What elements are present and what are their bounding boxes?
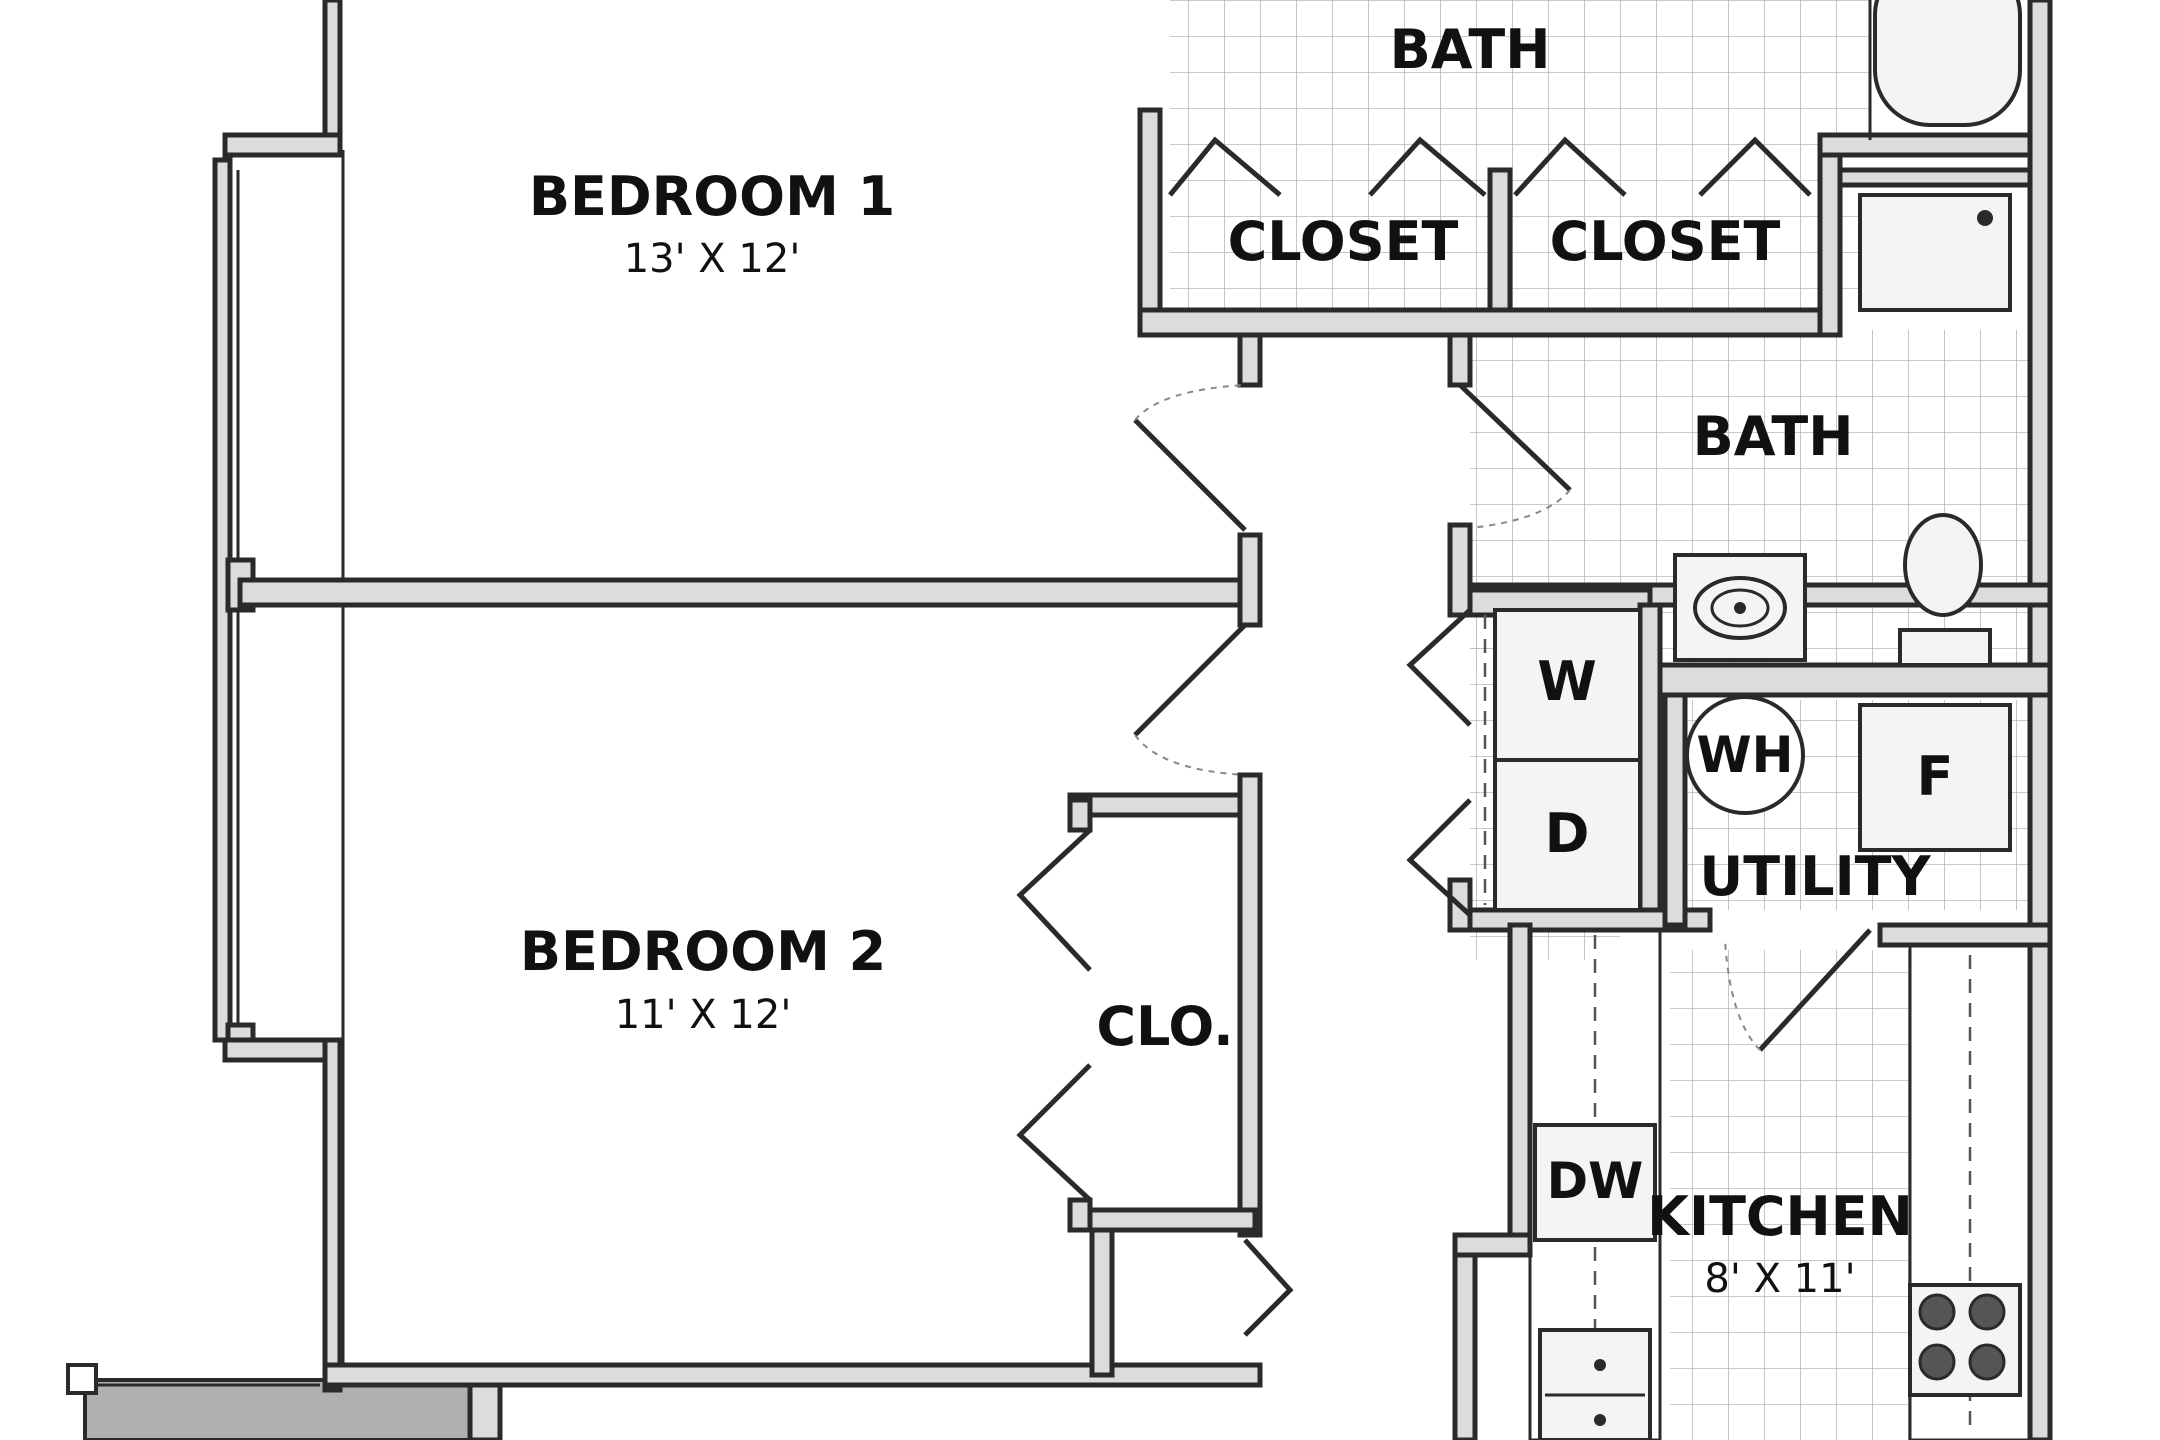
kitchen-sink-drain-2 — [1594, 1414, 1606, 1426]
toilet-bowl — [1903, 513, 1983, 617]
laundry-left-stub — [1447, 522, 1473, 618]
bedroom-divider-wall — [237, 577, 1263, 608]
vanity-drain — [1977, 210, 1993, 226]
clo-left-stub-bottom — [1067, 1197, 1093, 1233]
closet-divider-wall — [1487, 167, 1513, 313]
clo-bottom-wall — [1067, 1207, 1258, 1233]
utility-door — [1758, 928, 1872, 1052]
kitchen-left-wall — [1507, 922, 1533, 1258]
sink-bowl-outer — [1693, 576, 1787, 640]
clo-label: CLO. — [1096, 995, 1233, 1058]
laundry-right-wall — [1637, 602, 1663, 918]
kitchen-left-return — [1452, 1232, 1533, 1258]
kitchen-label: KITCHEN — [1647, 1185, 1913, 1248]
kitchen-tile-floor — [1670, 950, 1910, 1440]
bedroom1-door — [1133, 418, 1247, 532]
clo-right-wall — [1237, 772, 1263, 1238]
balcony — [83, 1378, 477, 1440]
washer-box — [1493, 608, 1642, 762]
closets-left-wall — [1137, 107, 1163, 338]
bedroom2-dim: 11' X 12' — [615, 992, 792, 1038]
bath-right-label: BATH — [1693, 405, 1854, 468]
toilet-tank — [1898, 628, 1992, 667]
bedroom2-left-wall-lower — [322, 1037, 343, 1393]
clo-top-wall — [1067, 792, 1248, 818]
closet-left-bifold-door-2 — [1368, 136, 1487, 197]
washer-label: W — [1537, 650, 1597, 713]
closet-left-bifold-door-1 — [1168, 136, 1282, 197]
bath-right-top-wall — [1837, 167, 2033, 188]
sink-bowl-inner — [1710, 588, 1770, 628]
linen-door — [1243, 1238, 1294, 1337]
closet-right-label: CLOSET — [1550, 210, 1781, 273]
dishwasher-box — [1533, 1123, 1657, 1242]
linen-left-wall — [1089, 1227, 1115, 1378]
kitchen-counter-right — [1908, 943, 2032, 1440]
closet-right-bifold-door-1 — [1513, 136, 1627, 197]
clo-bifold-door-2 — [1016, 1063, 1092, 1202]
furnace-label: F — [1917, 745, 1954, 808]
bath-right-door — [1458, 383, 1572, 492]
hall-bottom-stub — [467, 1382, 503, 1440]
bedroom1-bay-top — [222, 132, 343, 158]
closet-right-bifold-door-2 — [1698, 136, 1812, 197]
utility-door-swing — [1724, 939, 1761, 1051]
bedroom2-label: BEDROOM 2 — [520, 920, 886, 983]
clo-left-stub-top — [1067, 797, 1093, 833]
sink-drain — [1734, 602, 1746, 614]
bath-top-step-wall — [1817, 132, 2033, 158]
kitchen-counter-left — [1528, 928, 1662, 1440]
water-heater-tank — [1685, 695, 1805, 815]
bedroom1-left-wall-upper — [322, 0, 343, 153]
closet-left-label: CLOSET — [1228, 210, 1459, 273]
range-burner-3 — [1918, 1343, 1956, 1381]
kitchen-dim: 8' X 11' — [1704, 1256, 1855, 1302]
furnace-box — [1858, 703, 2012, 852]
bath-top-tile-floor — [1170, 0, 1870, 320]
range-burner-4 — [1968, 1343, 2006, 1381]
bedroom1-door-swing — [1134, 384, 1246, 421]
bath-right-bottom-wall-2 — [1657, 662, 2053, 698]
dishwasher-label: DW — [1547, 1152, 1644, 1210]
utility-right-wall — [2027, 692, 2053, 928]
utility-bottom-wall — [1877, 922, 2053, 948]
bedroom-divider-end — [1237, 532, 1263, 628]
laundry-bifold-door-2 — [1406, 798, 1472, 917]
bedroom2-door-swing — [1134, 734, 1246, 776]
water-heater-label: WH — [1697, 726, 1794, 784]
clo-bifold-door-1 — [1016, 828, 1092, 972]
dryer-box — [1493, 758, 1642, 912]
bedroom2-bottom-wall — [322, 1362, 1263, 1388]
closets-bottom-wall — [1137, 307, 1843, 338]
kitchen-left-wall-lower — [1452, 1237, 1478, 1440]
bedroom1-label: BEDROOM 1 — [529, 165, 895, 228]
utility-left-wall — [1662, 692, 1688, 928]
kitchen-sink — [1538, 1328, 1652, 1440]
bathtub — [1873, 0, 2022, 127]
bath-top-label: BATH — [1390, 18, 1551, 81]
closet-door-stub-left — [1237, 332, 1263, 388]
laundry-bifold-door-1 — [1406, 608, 1472, 727]
bath-top-right-wall — [1817, 147, 1843, 338]
bedroom1-dim: 13' X 12' — [624, 236, 801, 282]
balcony-post — [66, 1363, 98, 1395]
utility-label: UTILITY — [1699, 845, 1931, 908]
dryer-label: D — [1545, 802, 1590, 865]
kitchen-sink-drain-1 — [1594, 1359, 1606, 1371]
closet-door-stub-right — [1447, 332, 1473, 388]
range-burner-2 — [1968, 1293, 2006, 1331]
range-burner-1 — [1918, 1293, 1956, 1331]
bedroom2-door — [1133, 623, 1247, 737]
